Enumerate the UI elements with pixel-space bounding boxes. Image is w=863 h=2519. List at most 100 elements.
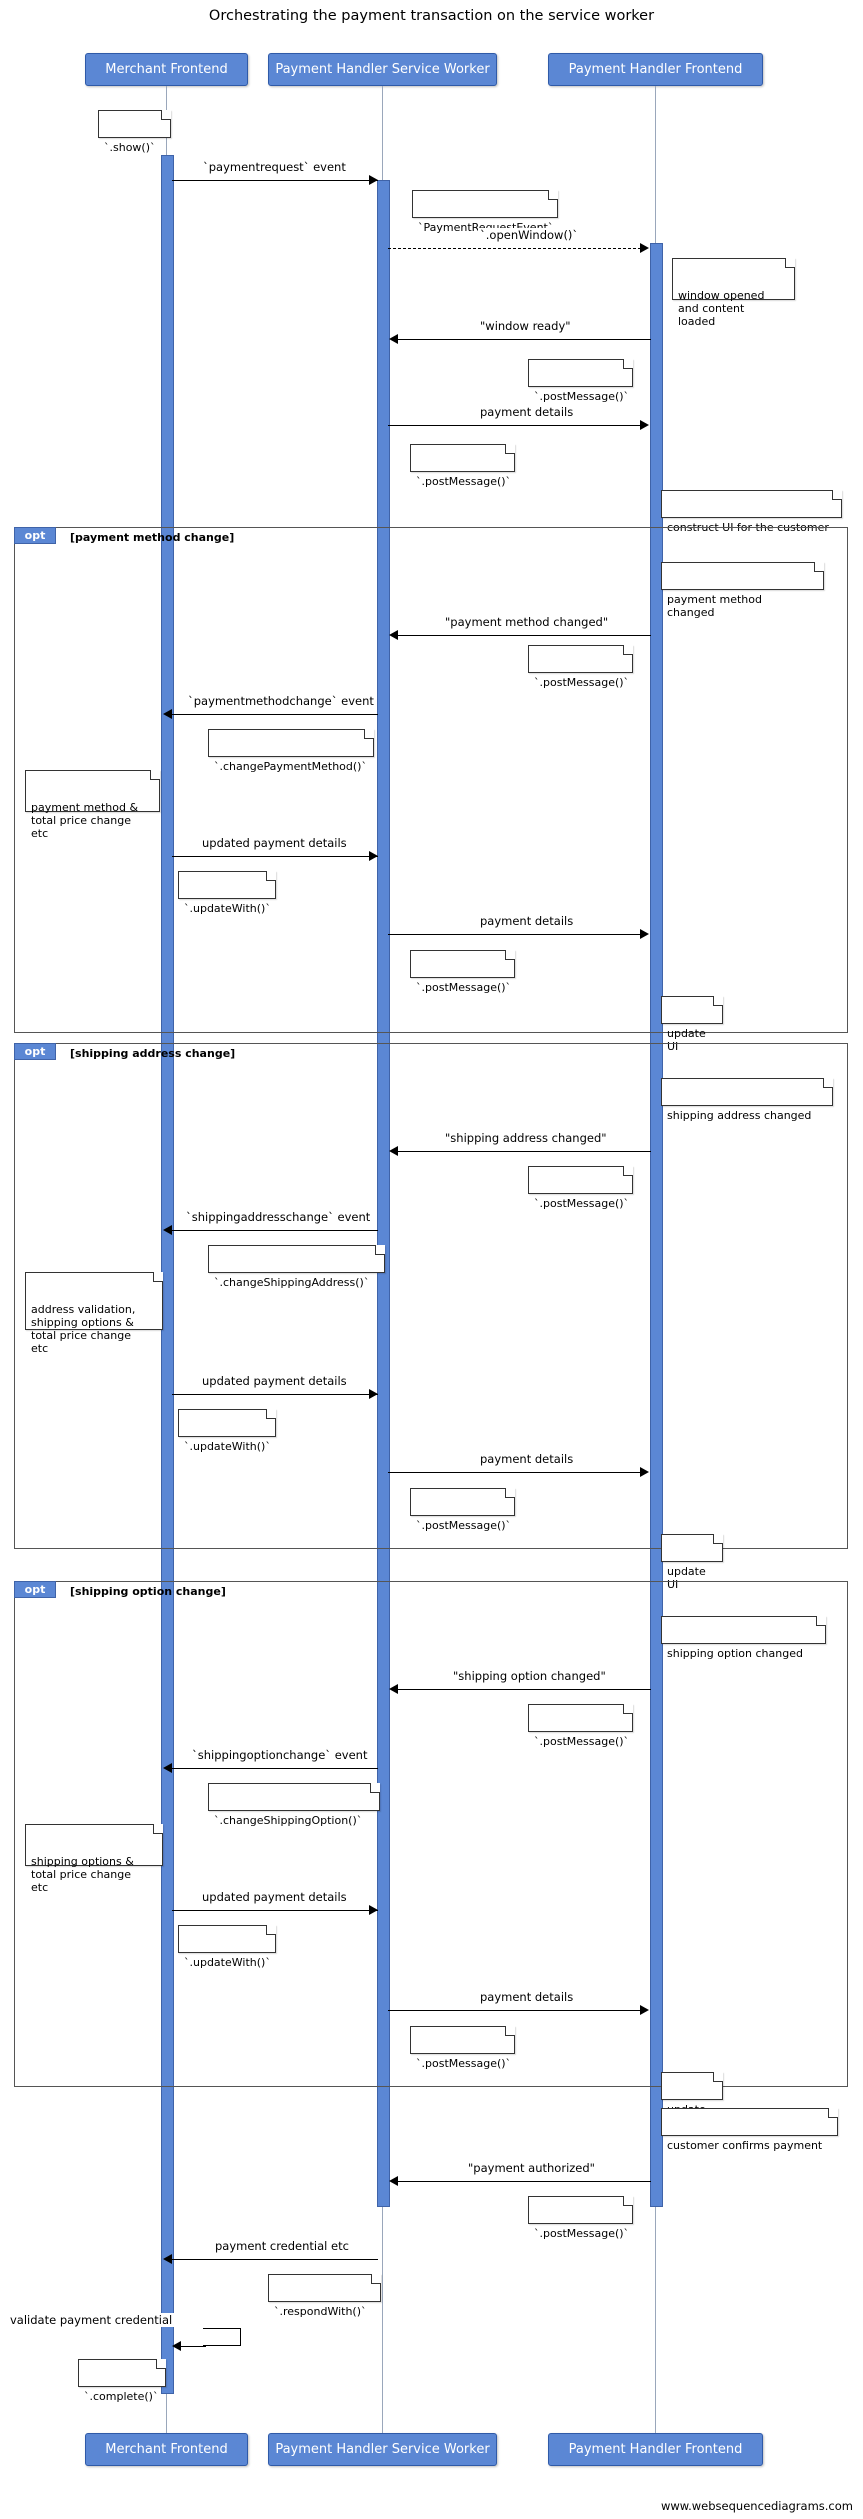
note-postmessage-8: `.postMessage()` [410,2026,515,2070]
msglabel-payment-credential: payment credential etc [213,2239,351,2253]
page-title: Orchestrating the payment transaction on… [208,8,655,24]
arrowhead-updated-payment-details-1 [369,851,378,861]
fragment-label-opt-2: opt [14,1043,56,1060]
note-text: payment method changed [667,593,762,619]
fragment-opt-shipping-address-change [14,1043,848,1549]
msgline-validate-credential-return [178,2346,206,2347]
arrowhead-paymentrequest [369,175,378,185]
actor-box-merchant-bottom[interactable]: Merchant Frontend [85,2433,248,2466]
note-text: `.postMessage()` [534,1197,630,1210]
fragment-label-opt-1: opt [14,527,56,544]
fragment-opt-payment-method-change [14,527,848,1033]
note-payment-method-changed: payment method changed [661,562,824,619]
note-text: update UI [667,1027,706,1053]
fragment-label-opt-3: opt [14,1581,56,1598]
msgline-shipping-address-changed [398,1151,651,1152]
msgline-window-ready [398,339,651,340]
note-text: `.postMessage()` [416,1519,512,1532]
actor-label: Payment Handler Frontend [568,2442,743,2457]
note-text: `.updateWith()` [184,1440,271,1453]
footer-attribution: www.websequencediagrams.com [660,2499,853,2513]
actor-box-merchant-top[interactable]: Merchant Frontend [85,53,248,86]
msgline-payment-method-changed [398,635,651,636]
arrowhead-payment-method-changed [389,630,398,640]
note-postmessage-6: `.postMessage()` [410,1488,515,1532]
note-postmessage-4: `.postMessage()` [410,950,515,994]
note-text: `.postMessage()` [534,2227,630,2240]
note-update-with-3: `.updateWith()` [178,1925,276,1969]
actor-label: Payment Handler Frontend [568,62,743,77]
note-text: `.updateWith()` [184,1956,271,1969]
note-text: shipping option changed [667,1647,803,1660]
actor-box-sw-bottom[interactable]: Payment Handler Service Worker [268,2433,497,2466]
note-address-validation: address validation, shipping options & t… [25,1272,163,1355]
msgline-payment-details-1 [388,425,646,426]
actor-box-phf-top[interactable]: Payment Handler Frontend [548,53,763,86]
msglabel-payment-details-3: payment details [478,1452,576,1466]
note-show: `.show()` [98,110,171,154]
arrowhead-payment-details-1 [640,420,649,430]
note-text: `.updateWith()` [184,902,271,915]
actor-label: Payment Handler Service Worker [275,62,490,77]
arrowhead-shippingaddresschange [163,1225,172,1235]
note-postmessage-7: `.postMessage()` [528,1704,633,1748]
note-change-shipping-option: `.changeShippingOption()` [208,1783,380,1827]
note-text: `.postMessage()` [534,1735,630,1748]
note-text: `.changeShippingOption()` [214,1814,363,1827]
arrowhead-payment-details-4 [640,2005,649,2015]
note-postmessage-2: `.postMessage()` [410,444,515,488]
arrowhead-window-ready [389,334,398,344]
msgline-openwindow [388,248,646,249]
msgline-shipping-option-changed [398,1689,651,1690]
msglabel-validate-credential: validate payment credential [8,2313,175,2327]
msgline-updated-payment-details-3 [172,1910,378,1911]
note-text: `.respondWith()` [274,2305,367,2318]
msglabel-payment-details-2: payment details [478,914,576,928]
msgline-paymentmethodchange [172,714,378,715]
msgline-payment-details-4 [388,2010,646,2011]
msgline-payment-details-3 [388,1472,646,1473]
msglabel-window-ready: "window ready" [478,319,573,333]
msglabel-paymentrequest: `paymentrequest` event [201,160,348,174]
fragment-condition-2: [shipping address change] [70,1047,236,1060]
activation-sw [377,180,390,2207]
note-update-ui-2: update UI [661,1534,723,1591]
msglabel-payment-authorized: "payment authorized" [466,2161,597,2175]
note-text: update UI [667,1565,706,1591]
note-text: `.complete()` [84,2390,159,2403]
note-postmessage-1: `.postMessage()` [528,359,633,403]
note-window-opened: window opened and content loaded [672,258,795,328]
note-customer-confirms: customer confirms payment [661,2108,838,2152]
note-text: address validation, shipping options & t… [31,1303,136,1355]
note-text: customer confirms payment [667,2139,823,2152]
note-text: payment method & total price change etc [31,801,139,840]
arrowhead-payment-authorized [389,2176,398,2186]
actor-label: Payment Handler Service Worker [275,2442,490,2457]
note-postmessage-5: `.postMessage()` [528,1166,633,1210]
actor-box-phf-bottom[interactable]: Payment Handler Frontend [548,2433,763,2466]
arrowhead-paymentmethodchange [163,709,172,719]
note-payment-request-event: `PaymentRequestEvent` [412,190,558,234]
note-respond-with: `.respondWith()` [268,2274,381,2318]
activation-phf [650,243,663,2207]
arrowhead-shipping-option-changed [389,1684,398,1694]
note-update-with-2: `.updateWith()` [178,1409,276,1453]
arrowhead-payment-credential [163,2254,172,2264]
msglabel-shipping-option-changed: "shipping option changed" [451,1669,608,1683]
msglabel-updated-payment-details-3: updated payment details [200,1890,349,1904]
fragment-condition-1: [payment method change] [70,531,235,544]
note-postmessage-3: `.postMessage()` [528,645,633,689]
note-update-ui-3: update UI [661,2072,723,2129]
arrowhead-shippingoptionchange [163,1763,172,1773]
note-postmessage-9: `.postMessage()` [528,2196,633,2240]
msgline-updated-payment-details-2 [172,1394,378,1395]
msglabel-paymentmethodchange: `paymentmethodchange` event [186,694,376,708]
actor-box-sw-top[interactable]: Payment Handler Service Worker [268,53,497,86]
fragment-kind: opt [24,1583,46,1596]
note-text: `.changePaymentMethod()` [214,760,367,773]
msglabel-updated-payment-details-2: updated payment details [200,1374,349,1388]
msglabel-shippingaddresschange: `shippingaddresschange` event [184,1210,373,1224]
msglabel-payment-details-4: payment details [478,1990,576,2004]
actor-label: Merchant Frontend [105,2442,228,2457]
